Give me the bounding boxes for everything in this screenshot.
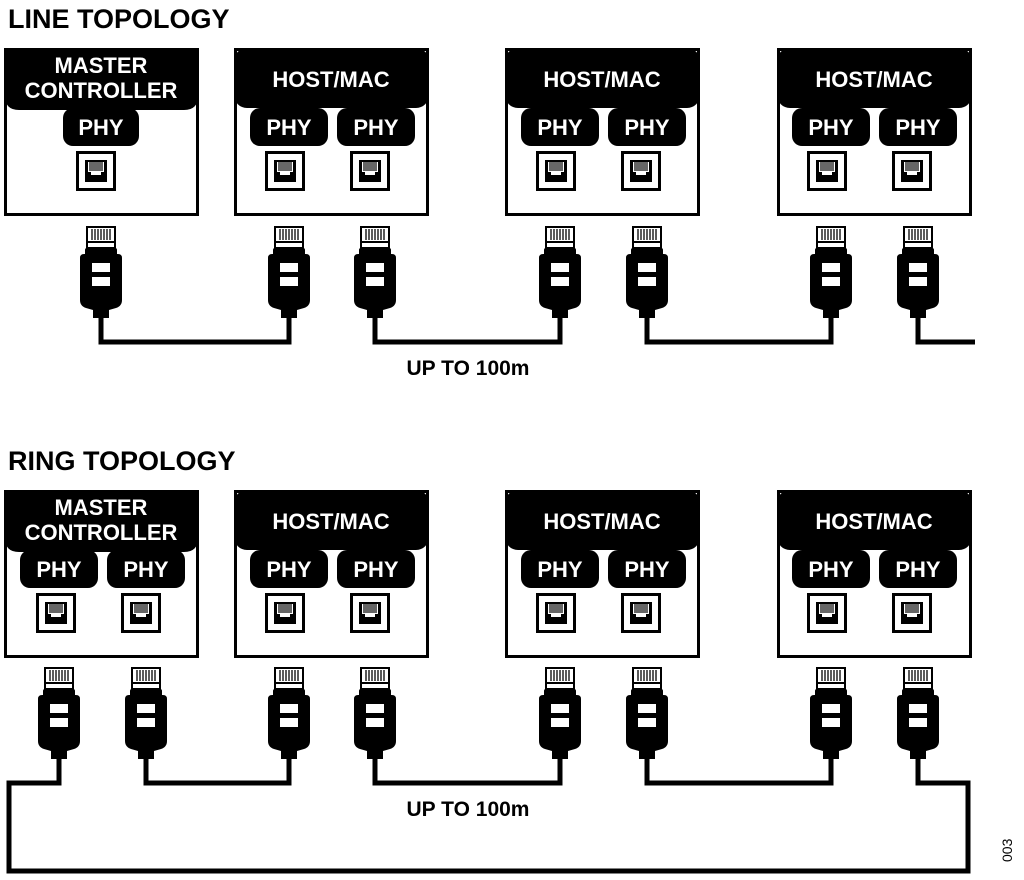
distance-label: UP TO 100m xyxy=(407,798,530,821)
master-label-line1: MASTER xyxy=(55,53,148,78)
phy-chip xyxy=(250,550,328,588)
host-node-3: HOST/MAC PHY PHY xyxy=(777,490,972,658)
phy-label: PHY xyxy=(895,557,941,582)
rj45-jack-icon xyxy=(265,593,305,633)
phy-chip xyxy=(521,550,599,588)
line-topology-title: LINE TOPOLOGY xyxy=(8,4,230,34)
rj45-plug-icon xyxy=(809,226,853,319)
cable-segment xyxy=(372,757,563,786)
rj45-plug-icon xyxy=(625,226,669,319)
distance-label: UP TO 100m xyxy=(407,357,530,380)
cable-segment xyxy=(372,316,563,345)
phy-chip xyxy=(337,108,415,146)
rj45-jack-icon xyxy=(536,593,576,633)
phy-chip xyxy=(20,550,98,588)
figure-number: 003 xyxy=(999,838,1015,862)
rj45-plug-icon xyxy=(37,667,81,760)
ring-topology-section: RING TOPOLOGY MASTER CONTROLLER PHY PHY … xyxy=(4,446,972,874)
rj45-plug-icon xyxy=(538,667,582,760)
host-node-1: HOST/MAC PHY PHY xyxy=(234,48,429,216)
cable-segment xyxy=(143,757,292,786)
phy-label: PHY xyxy=(353,557,399,582)
phy-label: PHY xyxy=(266,557,312,582)
phy-chip xyxy=(792,108,870,146)
host-label: HOST/MAC xyxy=(543,509,660,534)
phy-chip xyxy=(337,550,415,588)
rj45-plug-icon xyxy=(625,667,669,760)
master-label-line2: CONTROLLER xyxy=(25,520,178,545)
rj45-jack-icon xyxy=(76,151,116,191)
phy-label: PHY xyxy=(537,557,583,582)
phy-chip xyxy=(250,108,328,146)
phy-label: PHY xyxy=(78,115,124,140)
phy-chip xyxy=(879,108,957,146)
host-label: HOST/MAC xyxy=(272,509,389,534)
rj45-plug-icon xyxy=(809,667,853,760)
rj45-jack-icon xyxy=(350,151,390,191)
rj45-jack-icon xyxy=(621,593,661,633)
cable-segment xyxy=(644,316,834,345)
master-controller-node: MASTER CONTROLLER PHY xyxy=(4,48,199,216)
master-label-line2: CONTROLLER xyxy=(25,78,178,103)
phy-label: PHY xyxy=(624,557,670,582)
rj45-plug-icon xyxy=(353,226,397,319)
rj45-plug-icon xyxy=(124,667,168,760)
rj45-plug-icon xyxy=(267,226,311,319)
rj45-plug-icon xyxy=(896,226,940,319)
rj45-jack-icon xyxy=(807,151,847,191)
host-node-1: HOST/MAC PHY PHY xyxy=(234,490,429,658)
host-label: HOST/MAC xyxy=(543,67,660,92)
rj45-jack-icon xyxy=(807,593,847,633)
rj45-plug-icon xyxy=(79,226,123,319)
phy-chip xyxy=(107,550,185,588)
host-node-3: HOST/MAC PHY PHY xyxy=(777,48,972,216)
phy-chip xyxy=(63,108,139,146)
rj45-jack-icon xyxy=(36,593,76,633)
phy-chip xyxy=(879,550,957,588)
phy-chip xyxy=(521,108,599,146)
phy-chip xyxy=(608,108,686,146)
host-label: HOST/MAC xyxy=(815,67,932,92)
master-controller-node: MASTER CONTROLLER PHY PHY xyxy=(4,490,199,658)
phy-chip xyxy=(792,550,870,588)
phy-label: PHY xyxy=(624,115,670,140)
ring-topology-title: RING TOPOLOGY xyxy=(8,446,236,476)
phy-label: PHY xyxy=(808,557,854,582)
phy-label: PHY xyxy=(808,115,854,140)
phy-label: PHY xyxy=(895,115,941,140)
cable-segment xyxy=(98,316,292,345)
ring-return-cable xyxy=(6,757,971,874)
cable-segment xyxy=(644,757,834,786)
phy-chip xyxy=(608,550,686,588)
rj45-jack-icon xyxy=(536,151,576,191)
master-label-line1: MASTER xyxy=(55,495,148,520)
phy-label: PHY xyxy=(537,115,583,140)
phy-label: PHY xyxy=(123,557,169,582)
phy-label: PHY xyxy=(36,557,82,582)
rj45-plug-icon xyxy=(896,667,940,760)
rj45-jack-icon xyxy=(892,593,932,633)
rj45-plug-icon xyxy=(267,667,311,760)
line-topology-section: LINE TOPOLOGY MASTER CONTROLLER PHY HOST… xyxy=(4,4,975,380)
cable-segment xyxy=(915,316,975,345)
host-node-2: HOST/MAC PHY PHY xyxy=(505,48,700,216)
rj45-jack-icon xyxy=(121,593,161,633)
rj45-plug-icon xyxy=(538,226,582,319)
host-label: HOST/MAC xyxy=(815,509,932,534)
rj45-jack-icon xyxy=(265,151,305,191)
phy-label: PHY xyxy=(353,115,399,140)
rj45-jack-icon xyxy=(892,151,932,191)
rj45-jack-icon xyxy=(621,151,661,191)
rj45-jack-icon xyxy=(350,593,390,633)
host-node-2: HOST/MAC PHY PHY xyxy=(505,490,700,658)
rj45-plug-icon xyxy=(353,667,397,760)
phy-label: PHY xyxy=(266,115,312,140)
host-label: HOST/MAC xyxy=(272,67,389,92)
